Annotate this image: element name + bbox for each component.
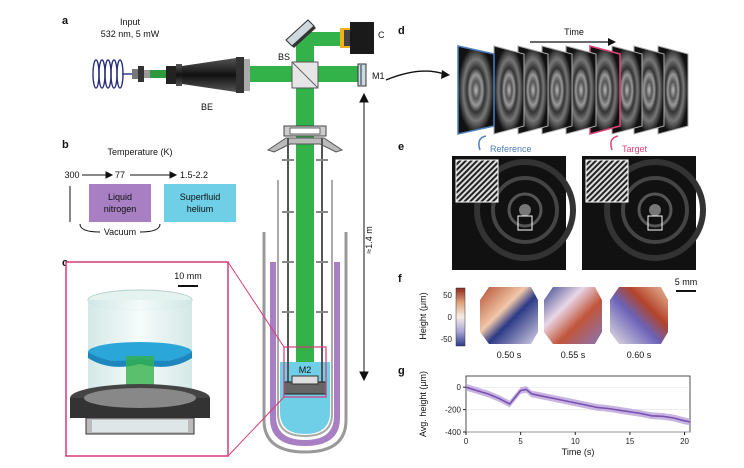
x-tick-label: 10 [571, 437, 580, 446]
length-label: ≈1.4 m [364, 226, 374, 253]
scale-label-c: 10 mm [174, 271, 202, 281]
x-tick-label: 0 [464, 437, 469, 446]
temperature-title: Temperature (K) [107, 147, 172, 157]
bs-label: BS [278, 52, 290, 62]
panel-label-f: f [398, 273, 402, 285]
height-map-3 [610, 287, 668, 344]
beam-camera [314, 32, 344, 46]
time-label: Time [564, 27, 584, 37]
length-arrow [359, 92, 369, 382]
panel-label-b: b [62, 139, 69, 151]
input-wavelength-label: 532 nm, 5 mW [101, 29, 160, 39]
beam-input [150, 70, 168, 78]
beam-down [296, 82, 314, 384]
liquid-nitrogen-box [89, 184, 151, 222]
temp-300: 300 [64, 170, 79, 180]
input-label: Input [120, 17, 141, 27]
temp-1-5: 1.5-2.2 [180, 170, 208, 180]
panel-label-e: e [398, 141, 404, 153]
temp-arrows [82, 171, 178, 179]
height-axis-label: Height (μm) [418, 292, 428, 339]
link-arrow-head [441, 70, 450, 79]
camera [340, 22, 374, 54]
map-time-1: 0.50 s [497, 350, 522, 360]
he-label-1: Superfluid [180, 192, 221, 202]
zoom-line-top [227, 261, 285, 348]
target-label: Target [622, 144, 648, 154]
cbar-tick-50: 50 [443, 291, 452, 300]
ln2-label-2: nitrogen [104, 204, 137, 214]
series-line [465, 386, 691, 423]
ln2-label-1: Liquid [108, 192, 132, 202]
mirror-m1 [357, 63, 367, 87]
time-arrow-head [608, 38, 616, 46]
x-tick-label: 15 [625, 437, 634, 446]
he-label-2: helium [187, 204, 214, 214]
zoom-line-bottom [227, 396, 285, 457]
cbar-tick-0: 0 [448, 313, 453, 322]
height-map-2 [544, 287, 602, 344]
panel-label-a: a [62, 15, 69, 27]
panel-label-d: d [398, 25, 405, 37]
g-xlabel: Time (s) [562, 447, 595, 457]
x-tick-label: 20 [680, 437, 689, 446]
beam-expander [166, 57, 250, 93]
fiber-connector [132, 66, 150, 82]
fiber-coil [92, 59, 132, 89]
cbar-tick-neg50: -50 [440, 335, 452, 344]
m1-label: M1 [372, 71, 385, 81]
cell-illustration [70, 289, 210, 435]
target-image [582, 156, 706, 270]
beam-splitter [291, 61, 319, 89]
cryostat [262, 125, 348, 454]
x-tick-label: 5 [518, 437, 523, 446]
g-ylabel: Avg. height (μm) [418, 371, 428, 437]
m2-label: M2 [299, 365, 312, 375]
reference-image [452, 156, 576, 270]
reference-label: Reference [490, 144, 532, 154]
height-map-1 [480, 287, 538, 344]
superfluid-helium-box [164, 184, 236, 222]
map-time-3: 0.60 s [627, 350, 652, 360]
mirror-top [285, 19, 316, 48]
vacuum-arrows [79, 223, 161, 233]
vacuum-label: Vacuum [104, 227, 136, 237]
y-tick-label: -200 [445, 406, 462, 415]
link-arrow [385, 70, 445, 81]
y-tick-label: 0 [457, 383, 462, 392]
panel-label-g: g [398, 365, 405, 377]
colorbar [455, 287, 466, 347]
frame-stack [457, 45, 689, 135]
camera-label: C [378, 30, 385, 40]
target-arrow [610, 135, 619, 151]
temp-77: 77 [115, 170, 125, 180]
scale-label-f: 5 mm [675, 277, 698, 287]
reference-arrow [478, 135, 487, 151]
series-band [466, 383, 690, 426]
map-time-2: 0.55 s [561, 350, 586, 360]
y-tick-label: -400 [445, 428, 462, 437]
panel-label-c: c [62, 257, 68, 269]
be-label: BE [201, 102, 213, 112]
